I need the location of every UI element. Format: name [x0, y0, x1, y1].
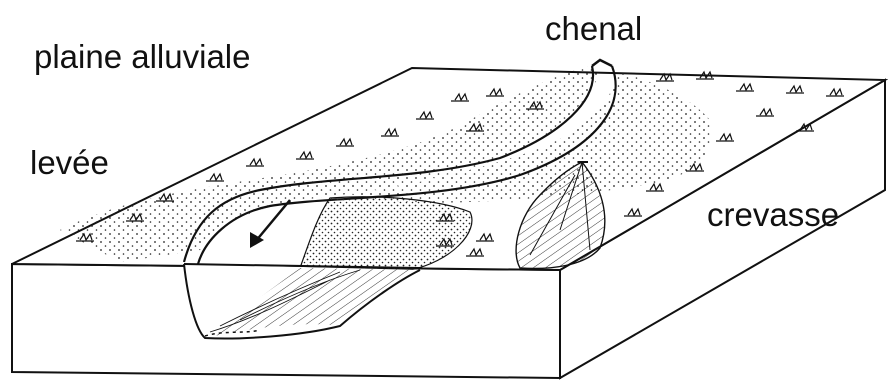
- label-levee: levée: [30, 146, 109, 179]
- label-chenal: chenal: [545, 12, 642, 45]
- label-plaine-alluviale: plaine alluviale: [34, 40, 250, 73]
- label-crevasse: crevasse: [707, 198, 839, 231]
